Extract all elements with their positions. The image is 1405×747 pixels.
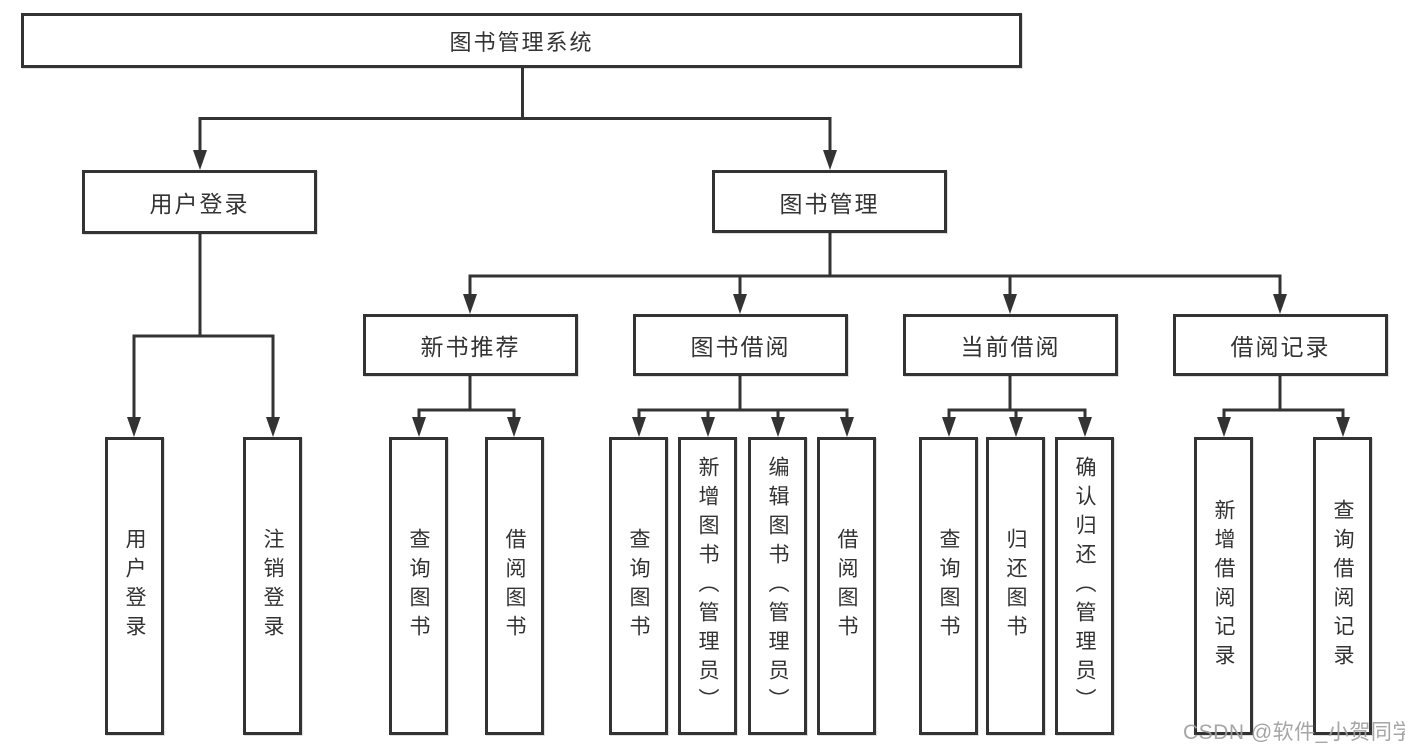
node-current-borrowing: 当前借阅 — [903, 314, 1118, 376]
node-label: 用户登录 — [123, 528, 146, 644]
node-label: 编辑图书（管理员） — [766, 455, 789, 717]
node-label: 归还图书 — [1004, 528, 1027, 644]
leaf-logout: 注销登录 — [243, 437, 302, 735]
leaf-add-borrow-record: 新增借阅记录 — [1194, 437, 1253, 735]
leaf-return-books: 归还图书 — [986, 437, 1045, 735]
leaf-query-books-borrowing: 查询图书 — [609, 437, 668, 735]
node-label: 图书管理系统 — [449, 29, 594, 55]
node-label: 当前借阅 — [960, 334, 1061, 360]
leaf-user-login: 用户登录 — [105, 437, 164, 735]
node-new-book-recommendation: 新书推荐 — [363, 314, 578, 376]
leaf-edit-books-admin: 编辑图书（管理员） — [748, 437, 807, 735]
node-label: 查询图书 — [937, 528, 960, 644]
leaf-add-books-admin: 新增图书（管理员） — [678, 437, 737, 735]
node-label: 注销登录 — [261, 528, 284, 644]
node-label: 图书借阅 — [690, 334, 791, 360]
node-label: 图书管理 — [779, 190, 880, 217]
csdn-watermark: CSDN @软件_小贺同学 — [1183, 721, 1405, 744]
arrowheads — [127, 150, 1350, 437]
node-label: 用户登录 — [149, 191, 250, 217]
node-label: 借阅图书 — [835, 528, 858, 644]
leaf-query-books-recommend: 查询图书 — [389, 437, 448, 735]
node-label: 确认归还（管理员） — [1073, 455, 1096, 717]
node-label: 新书推荐 — [420, 334, 521, 360]
node-book-management: 图书管理 — [712, 170, 947, 233]
node-label: 新增借阅记录 — [1212, 499, 1235, 673]
leaf-borrow-books-borrowing: 借阅图书 — [817, 437, 876, 735]
node-label: 查询图书 — [407, 528, 430, 644]
node-label: 新增图书（管理员） — [696, 455, 719, 717]
leaf-query-books-current: 查询图书 — [919, 437, 978, 735]
node-borrowing-records: 借阅记录 — [1173, 314, 1388, 376]
node-label: 借阅记录 — [1230, 334, 1331, 360]
node-user-login: 用户登录 — [82, 170, 317, 234]
node-label: 借阅图书 — [503, 528, 526, 644]
node-library-management-system: 图书管理系统 — [21, 13, 1022, 68]
leaf-confirm-return-admin: 确认归还（管理员） — [1055, 437, 1114, 735]
leaf-borrow-books-recommend: 借阅图书 — [485, 437, 544, 735]
node-label: 查询图书 — [627, 528, 650, 644]
leaf-query-borrow-record: 查询借阅记录 — [1313, 437, 1372, 735]
node-label: 查询借阅记录 — [1331, 499, 1354, 673]
node-book-borrowing: 图书借阅 — [633, 314, 848, 376]
